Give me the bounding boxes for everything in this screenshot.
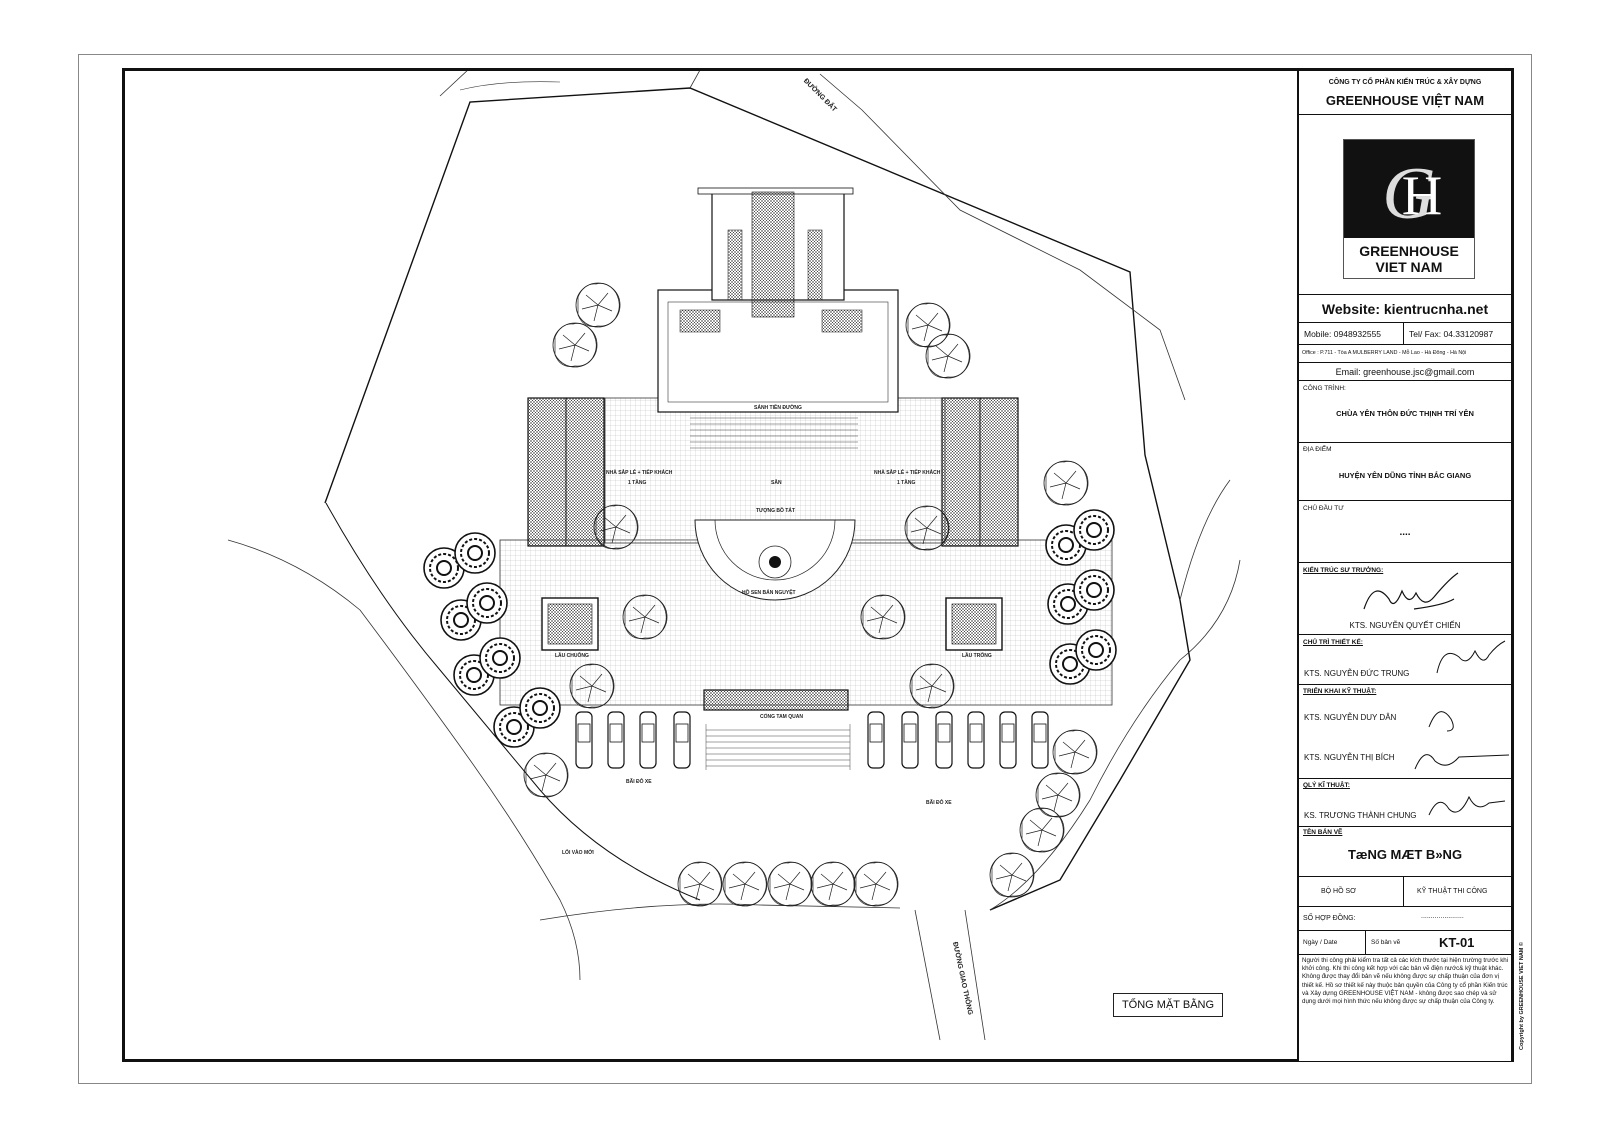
signature-icon — [1363, 572, 1459, 610]
company-line: CÔNG TY CỔ PHẦN KIẾN TRÚC & XÂY DỰNG — [1328, 79, 1482, 86]
label-bell-tower: LẦU CHUÔNG — [555, 653, 589, 659]
qc-row: QLÝ KĨ THUẬT: KS. TRƯƠNG THÀNH CHUNG — [1299, 779, 1511, 827]
label-left-house: NHÀ SẮP LỄ + TIẾP KHÁCH — [606, 470, 673, 476]
label-gate: CỔNG TAM QUAN — [760, 714, 803, 720]
contract-row: SỐ HỢP ĐỒNG: ...................... — [1299, 907, 1511, 931]
investor-caption: CHỦ ĐẦU TƯ — [1303, 505, 1344, 512]
logo-wordmark: GREENHOUSE VIET NAM — [1344, 238, 1474, 278]
office-address: Office : P.711 - Tòa A MULBERRY LAND - M… — [1302, 350, 1467, 356]
chief-architect: KTS. NGUYỄN QUYẾT CHIẾN — [1349, 621, 1461, 630]
sheet-label: Số bản vẽ — [1371, 939, 1401, 946]
lead-design-caption: CHỦ TRÌ THIẾT KẾ: — [1303, 639, 1363, 646]
website-row: Website: kientrucnha.net — [1299, 295, 1511, 323]
email: Email: greenhouse.jsc@gmail.com — [1335, 367, 1475, 377]
tech-caption: TRIỂN KHAI KỸ THUẬT: — [1303, 688, 1377, 695]
office-row: Office : P.711 - Tòa A MULBERRY LAND - M… — [1299, 345, 1511, 363]
tech-row: TRIỂN KHAI KỸ THUẬT: KTS. NGUYỄN DUY DÂN… — [1299, 685, 1511, 779]
label-yard: SÂN — [771, 480, 782, 486]
label-lotus-pond: HỒ SEN BÁN NGUYỆT — [742, 590, 796, 596]
label-drum-tower: LẦU TRỐNG — [962, 653, 992, 659]
logo-section: G H GREENHOUSE VIET NAM — [1299, 115, 1511, 295]
label-new-entrance: LỐI VÀO MỚI — [562, 850, 594, 856]
signature-icon — [1428, 795, 1506, 816]
location-caption: ĐỊA ĐIỂM — [1303, 446, 1332, 453]
website: Website: kientrucnha.net — [1321, 301, 1489, 317]
contract-value: ...................... — [1421, 913, 1464, 920]
chief-architect-caption: KIẾN TRÚC SƯ TRƯỞNG: — [1303, 567, 1384, 574]
logo-text-1: GREENHOUSE — [1359, 243, 1459, 259]
svg-text:G: G — [1382, 153, 1435, 235]
date-row: Ngày / Date Số bản vẽ KT-01 — [1299, 931, 1511, 955]
chief-architect-row: KIẾN TRÚC SƯ TRƯỞNG: KTS. NGUYỄN QUYẾT C… — [1299, 563, 1511, 635]
company-name: GREENHOUSE VIỆT NAM — [1325, 93, 1485, 108]
set-value: KỸ THUẬT THI CÔNG — [1417, 888, 1488, 895]
lead-design-row: CHỦ TRÌ THIẾT KẾ: KTS. NGUYỄN ĐỨC TRUNG — [1299, 635, 1511, 685]
lead-designer: KTS. NGUYỄN ĐỨC TRUNG — [1304, 669, 1410, 678]
email-row: Email: greenhouse.jsc@gmail.com — [1299, 363, 1511, 381]
location: HUYỆN YÊN DŨNG TỈNH BẮC GIANG — [1338, 471, 1472, 480]
title-block: CÔNG TY CỔ PHẦN KIẾN TRÚC & XÂY DỰNG GRE… — [1297, 71, 1511, 1061]
label-statue: TƯỢNG BỒ TÁT — [756, 508, 795, 514]
tech-architect-1: KTS. NGUYỄN DUY DÂN — [1304, 713, 1397, 722]
drawing-name-row: TÊN BẢN VẼ TæNG MÆT B»NG — [1299, 827, 1511, 877]
drawing-notes: Người thi công phải kiểm tra tất cả các … — [1302, 957, 1509, 1006]
logo-text-2: VIET NAM — [1375, 259, 1443, 275]
label-parking-left: BÃI ĐỖ XE — [626, 779, 652, 785]
label-right-house: NHÀ SẮP LỄ + TIẾP KHÁCH — [874, 470, 941, 476]
set-label: BỘ HỒ SƠ — [1321, 888, 1357, 895]
label-parking-right: BÃI ĐỖ XE — [926, 800, 952, 806]
sheet-frame — [122, 68, 1514, 1062]
site-plan-drawing — [227, 71, 1241, 1041]
label-left-floors: 1 TẦNG — [628, 480, 647, 486]
set-row: BỘ HỒ SƠ KỸ THUẬT THI CÔNG — [1299, 877, 1511, 907]
company-logo: G H GREENHOUSE VIET NAM — [1343, 139, 1475, 279]
svg-text:H: H — [1402, 165, 1442, 227]
investor: .... — [1399, 527, 1411, 538]
project-name: CHÙA YÊN THÔN ĐỨC THỊNH TRÍ YÊN — [1336, 409, 1474, 418]
label-right-floors: 1 TẦNG — [897, 480, 916, 486]
investor-row: CHỦ ĐẦU TƯ .... — [1299, 501, 1511, 563]
label-hall: SẢNH TIỀN ĐƯỜNG — [754, 405, 802, 411]
signature-icon — [1414, 711, 1510, 770]
signature-icon — [1436, 640, 1506, 674]
plan-title: TỔNG MẶT BẰNG — [1113, 993, 1223, 1017]
date-label: Ngày / Date — [1303, 939, 1338, 946]
sheet-outer-border — [78, 54, 1532, 1084]
sheet-number: KT-01 — [1439, 935, 1475, 950]
drawing-caption: TÊN BẢN VẼ — [1303, 829, 1343, 836]
tel-fax: Tel/ Fax: 04.33120987 — [1409, 329, 1494, 339]
tech-architect-2: KTS. NGUYỄN THỊ BÍCH — [1304, 753, 1395, 762]
company-header: CÔNG TY CỔ PHẦN KIẾN TRÚC & XÂY DỰNG GRE… — [1299, 71, 1511, 115]
qc-caption: QLÝ KĨ THUẬT: — [1303, 782, 1350, 789]
mobile: Mobile: 0948932555 — [1304, 329, 1382, 339]
contact-row: Mobile: 0948932555 Tel/ Fax: 04.33120987 — [1299, 323, 1511, 345]
location-row: ĐỊA ĐIỂM HUYỆN YÊN DŨNG TỈNH BẮC GIANG — [1299, 443, 1511, 501]
gh-monogram-icon: G H — [1382, 153, 1442, 235]
project-caption: CÔNG TRÌNH: — [1303, 385, 1346, 392]
drawing-name: TæNG MÆT B»NG — [1347, 847, 1463, 862]
copyright-notice: Copyright by GREENHOUSE VIET NAM © — [1519, 942, 1525, 1050]
contract-label: SỐ HỢP ĐỒNG: — [1303, 915, 1356, 922]
qc-engineer: KS. TRƯƠNG THÀNH CHUNG — [1304, 811, 1417, 820]
project-row: CÔNG TRÌNH: CHÙA YÊN THÔN ĐỨC THỊNH TRÍ … — [1299, 381, 1511, 443]
